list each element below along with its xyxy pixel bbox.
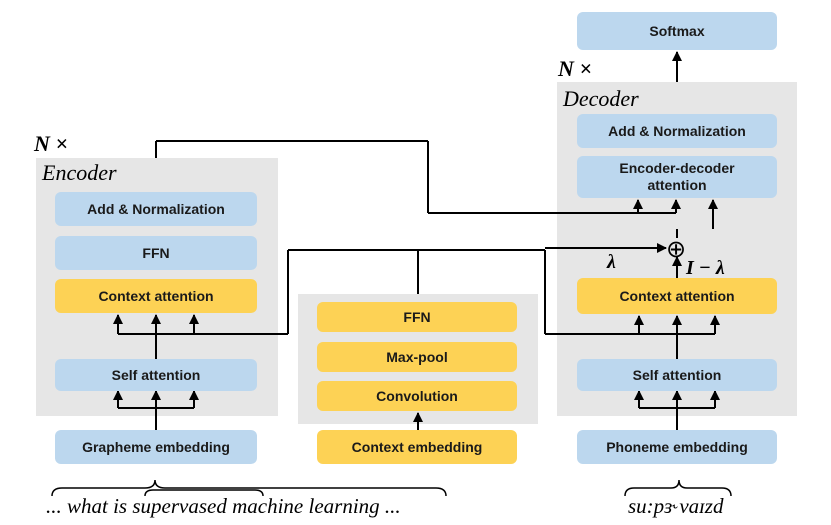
decoder-title: Decoder (563, 86, 639, 111)
one-minus-lambda-label: I − λ (686, 257, 725, 279)
enc-dec-attention-box: Encoder-decoder attention (577, 156, 777, 198)
convolution-box: Convolution (317, 381, 517, 411)
encoder-repeat-label: N × (34, 131, 68, 156)
sum-symbol: ⊕ (666, 237, 687, 263)
context-embedding-box: Context embedding (317, 430, 517, 464)
maxpool-box: Max-pool (317, 342, 517, 372)
encoder-add-norm-box: Add & Normalization (55, 192, 257, 226)
encoder-ffn-box: FFN (55, 236, 257, 270)
context-ffn-box: FFN (317, 302, 517, 332)
encoder-title: Encoder (42, 160, 117, 185)
softmax-box: Softmax (577, 12, 777, 50)
grapheme-embedding-box: Grapheme embedding (55, 430, 257, 464)
lambda-label: λ (607, 251, 616, 273)
encoder-self-attention-box: Self attention (55, 359, 257, 391)
decoder-self-attention-box: Self attention (577, 359, 777, 391)
enc-dec-attention-line1: Encoder-decoder (619, 160, 735, 176)
target-word: supervased (132, 494, 227, 518)
decoder-add-norm-box: Add & Normalization (577, 114, 777, 148)
enc-dec-attention-line2: attention (647, 177, 707, 193)
sentence-prefix: ... what is (46, 494, 133, 518)
encoder-context-attention-box: Context attention (55, 279, 257, 313)
input-sentence: ... what is supervased machine learning … (46, 494, 401, 519)
sentence-suffix: machine learning ... (226, 494, 401, 518)
decoder-repeat-label: N × (558, 56, 592, 81)
phoneme-sequence: su:pɜ˞vaɪzd (628, 494, 724, 518)
decoder-context-attention-box: Context attention (577, 278, 777, 314)
phoneme-embedding-box: Phoneme embedding (577, 430, 777, 464)
